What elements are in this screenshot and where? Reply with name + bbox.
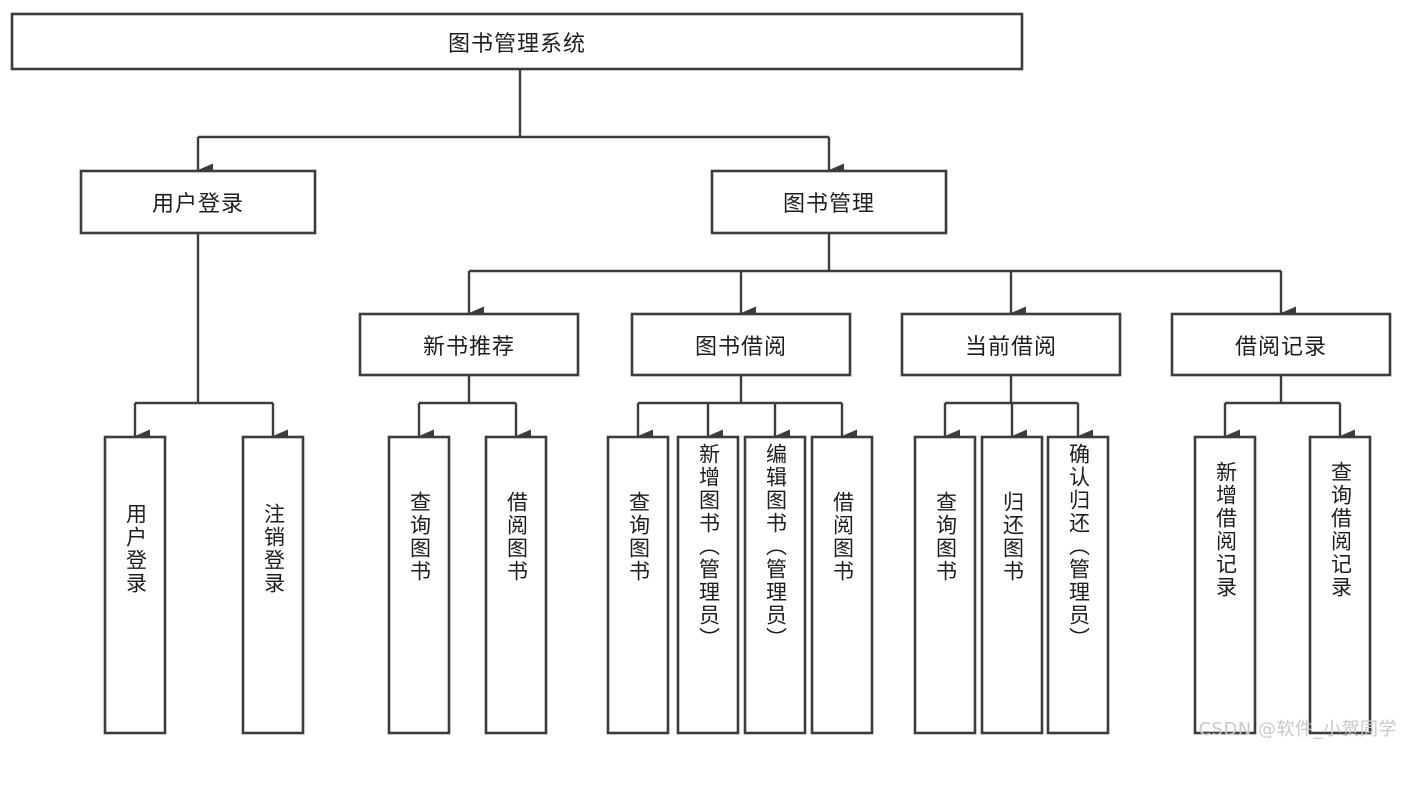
connector-group-borrow-record: [1223, 375, 1355, 443]
node-box-leaf-return-book[interactable]: [980, 435, 1044, 735]
node-box-leaf-query-book-1[interactable]: [387, 435, 451, 735]
node-box-root[interactable]: [10, 12, 1024, 71]
node-box-borrow-record[interactable]: [1170, 312, 1392, 377]
diagram-canvas: 图书管理系统 用户登录 图书管理 新书推荐 图书借阅 当前借阅 借阅记录 用户登…: [10, 12, 1397, 740]
node-box-leaf-query-book-3[interactable]: [913, 435, 977, 735]
node-box-leaf-edit-book[interactable]: [743, 435, 807, 735]
node-box-leaf-user-login[interactable]: [103, 435, 167, 735]
connector-group-book-borrow: [636, 375, 857, 443]
connector-group-current-borrow: [943, 375, 1093, 443]
node-box-current-borrow[interactable]: [900, 312, 1122, 377]
connector-group-book-manage: [467, 233, 1296, 320]
node-box-leaf-user-logout[interactable]: [241, 435, 305, 735]
node-box-leaf-add-record[interactable]: [1193, 435, 1257, 735]
tree-diagram-svg: [10, 12, 1392, 735]
node-box-leaf-add-book[interactable]: [676, 435, 740, 735]
connector-group-new-book-recommend: [417, 375, 531, 443]
node-box-leaf-confirm-return[interactable]: [1046, 435, 1110, 735]
node-box-leaf-borrow-book-1[interactable]: [484, 435, 548, 735]
connector-group-root: [196, 69, 844, 177]
node-box-book-manage[interactable]: [710, 169, 948, 235]
node-box-new-book-recommend[interactable]: [358, 312, 580, 377]
node-box-book-borrow[interactable]: [630, 312, 852, 377]
node-box-leaf-borrow-book-2[interactable]: [810, 435, 874, 735]
node-box-leaf-query-book-2[interactable]: [606, 435, 670, 735]
connector-group-user-login: [133, 233, 288, 443]
node-box-leaf-query-record[interactable]: [1308, 435, 1372, 735]
node-box-user-login[interactable]: [79, 169, 317, 235]
